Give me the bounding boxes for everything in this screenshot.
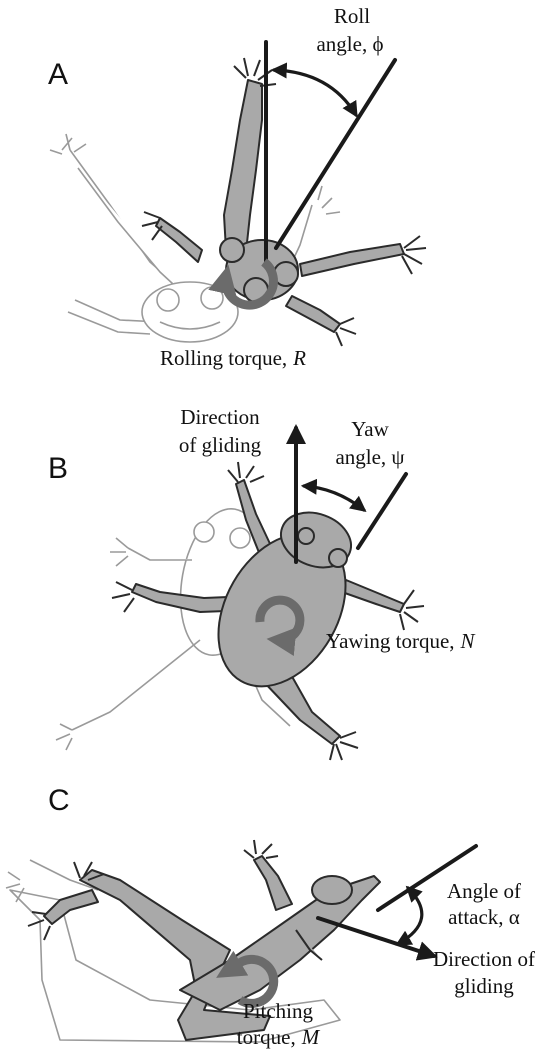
roll-label: Roll bbox=[334, 4, 370, 28]
yaw-label: Yaw bbox=[351, 417, 389, 441]
gliding-direction-arrow-c bbox=[318, 918, 434, 956]
pitching-torque-label: torque,M bbox=[237, 1025, 321, 1049]
attack-label-1: Angle of bbox=[447, 879, 521, 903]
frog-main-b bbox=[112, 462, 424, 760]
roll-angle-arc bbox=[274, 70, 356, 115]
rolling-torque-label: Rolling torque,R bbox=[160, 346, 306, 370]
attack-label-2: attack, α bbox=[448, 905, 520, 929]
panel-c: C Angle of attack, α Direction of g bbox=[6, 784, 535, 1049]
panel-a: A bbox=[48, 4, 426, 370]
roll-angle-label: angle, ϕ bbox=[316, 32, 383, 56]
pitching-label-1: Pitching bbox=[243, 999, 314, 1023]
panel-b-letter: B bbox=[48, 452, 68, 485]
panel-b: B bbox=[48, 405, 476, 760]
yawing-torque-label: Yawing torque,N bbox=[326, 629, 476, 653]
direction-label-2-c: gliding bbox=[454, 974, 514, 998]
direction-label-1-c: Direction of bbox=[433, 947, 535, 971]
panel-c-letter: C bbox=[48, 784, 70, 817]
yaw-angle-label: angle, ψ bbox=[335, 445, 404, 469]
body-axis-line-a bbox=[276, 60, 395, 248]
yaw-angle-arc bbox=[304, 486, 364, 510]
direction-label-2-b: of gliding bbox=[179, 433, 262, 457]
panel-a-letter: A bbox=[48, 58, 68, 91]
direction-label-1-b: Direction bbox=[180, 405, 260, 429]
